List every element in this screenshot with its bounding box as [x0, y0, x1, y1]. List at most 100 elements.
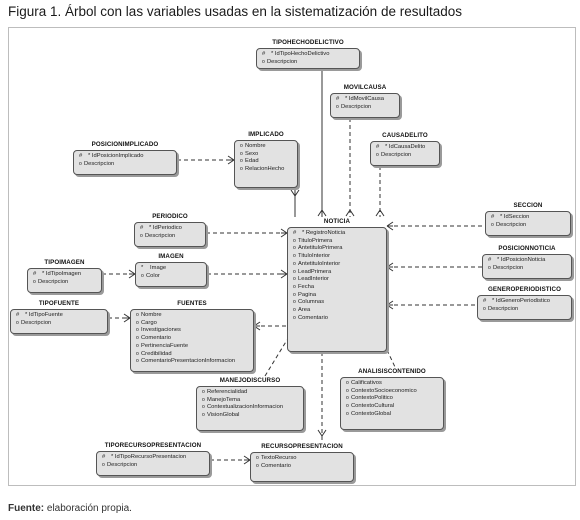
attribute-name: * IdPeriodico: [149, 225, 182, 231]
entity-title: IMAGEN: [158, 253, 184, 260]
crows-foot-marker: [317, 429, 327, 437]
crows-foot-marker: [280, 228, 288, 238]
crows-foot-marker: [290, 189, 300, 197]
attribute-marker: o: [256, 462, 259, 469]
entity-title: NOTICIA: [323, 218, 351, 225]
entity-tipohechodelictivo: TIPOHECHODELICTIVO#* IdTipoHechoDelictiv…: [256, 38, 360, 69]
attribute-name: Descripcion: [21, 319, 52, 326]
attribute-name: Investigaciones: [141, 327, 181, 334]
attribute-marker: o: [136, 342, 139, 349]
crows-foot-marker: [386, 262, 394, 272]
attribute-row: #* IdSeccion: [491, 214, 568, 222]
attribute-name: Descripcion: [496, 221, 527, 228]
attribute-name: ManejoTema: [207, 396, 241, 403]
attribute-marker: o: [136, 312, 139, 318]
attribute-name: Edad: [245, 158, 259, 165]
attribute-marker: o: [16, 319, 19, 326]
attribute-marker: #: [336, 96, 340, 102]
attribute-name: Color: [146, 272, 160, 279]
attribute-marker: o: [293, 307, 296, 314]
attribute-marker: o: [141, 272, 144, 279]
crows-foot-marker: [280, 269, 288, 279]
attribute-name: VisionGlobal: [207, 412, 240, 419]
crows-foot-marker: [386, 221, 394, 231]
crows-foot-marker: [386, 300, 394, 310]
attribute-marker: #: [491, 214, 495, 220]
attribute-name: AntetituloInterior: [298, 260, 341, 267]
entity-tiporecursopresentacion: TIPORECURSOPRESENTACION#* IdTipoRecursoP…: [96, 441, 210, 476]
attribute-marker: #: [102, 454, 106, 460]
entity-generoperiodistico: GENEROPERIODISTICO#* IdGeneroPeriodistic…: [477, 285, 572, 320]
attribute-row: #* IdPosicionNoticia: [488, 257, 569, 265]
attribute-name: * IdTipoHechoDelictivo: [271, 51, 330, 57]
attribute-marker: o: [346, 387, 349, 394]
entity-title: IMPLICADO: [248, 131, 284, 138]
crows-foot-marker: [375, 209, 385, 217]
attribute-name: Descripcion: [488, 305, 519, 312]
source-note: Fuente: elaboración propia.: [8, 503, 132, 514]
attribute-name: Image: [150, 265, 167, 271]
figure-caption: Figura 1. Árbol con las variables usadas…: [8, 4, 462, 19]
attribute-name: ContextoCultural: [351, 403, 395, 410]
attribute-name: ComentarioPresentacionInformacion: [141, 358, 236, 365]
attribute-name: TextoRecurso: [261, 455, 297, 461]
attribute-row: #* RegistroNoticia: [293, 230, 384, 238]
attribute-marker: o: [346, 380, 349, 386]
attribute-marker: o: [336, 103, 339, 110]
attribute-row: *Image: [141, 265, 204, 273]
attribute-marker: o: [293, 268, 296, 275]
attribute-row: #* IdTipoRecursoPresentacion: [102, 454, 207, 462]
attribute-name: * IdTipoImagen: [42, 271, 82, 277]
attribute-name: ContextoGlobal: [351, 410, 391, 417]
crows-foot-marker: [243, 455, 251, 465]
attribute-marker: o: [346, 395, 349, 402]
entity-title: ANALISISCONTENIDO: [358, 368, 426, 375]
attribute-name: PertinenciaFuente: [141, 342, 189, 349]
attribute-row: #* IdMovilCausa: [336, 96, 397, 104]
attribute-marker: o: [240, 150, 243, 157]
crows-foot-marker: [345, 209, 355, 217]
line-noticia-analisiscontenido: [386, 349, 396, 368]
entity-title: TIPOIMAGEN: [44, 259, 85, 266]
attribute-marker: o: [33, 278, 36, 285]
attribute-name: * IdPosicionImplicado: [88, 153, 144, 159]
attribute-name: LeadPrimera: [298, 268, 332, 275]
attribute-marker: o: [346, 410, 349, 417]
entity-title: RECURSOPRESENTACION: [261, 443, 343, 450]
attribute-marker: o: [136, 358, 139, 365]
entity-title: MOVILCAUSA: [343, 84, 387, 91]
